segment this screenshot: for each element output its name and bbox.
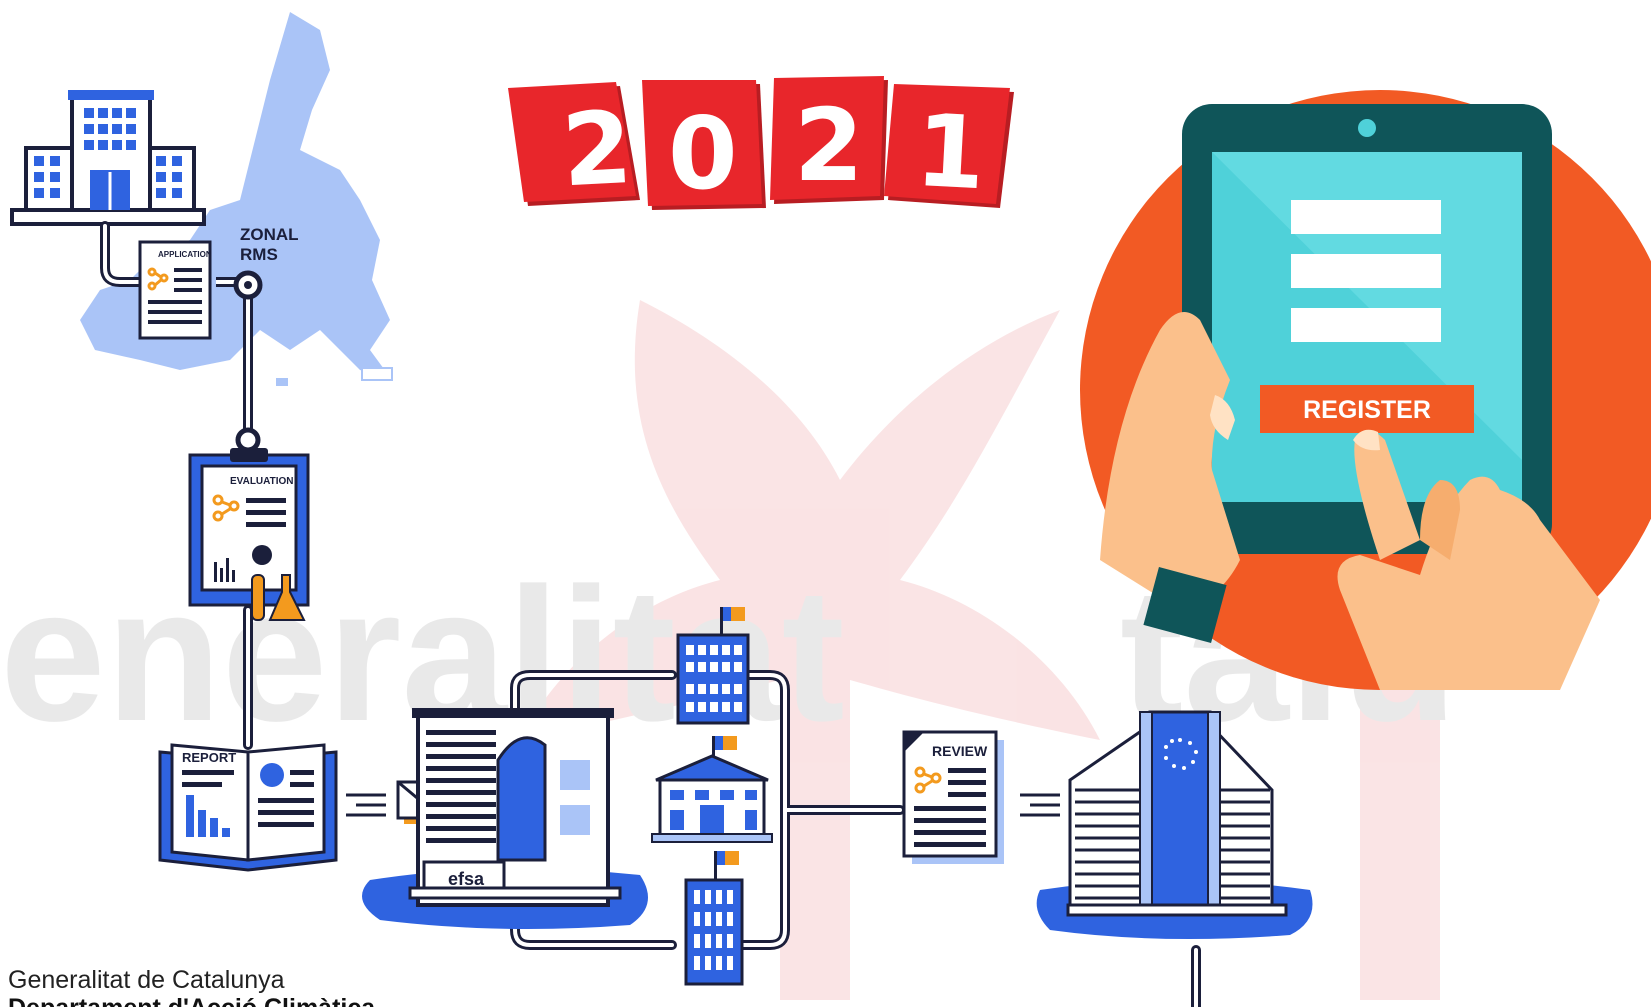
molecule-icon (212, 494, 240, 522)
member-state-building-1 (676, 607, 750, 725)
application-label: APPLICATION (158, 250, 212, 259)
report-book: REPORT (158, 743, 338, 872)
footer-org-name: Generalitat de Catalunya (8, 966, 285, 994)
pipe-joint-icon (233, 270, 263, 453)
connection-pipes (100, 221, 1201, 1007)
application-document: APPLICATION (138, 240, 216, 344)
year-digit-3: 2 (794, 87, 864, 204)
year-digit-4: 1 (913, 92, 989, 212)
year-digit-1: 2 (559, 89, 635, 209)
eu-commission-building (1036, 710, 1313, 939)
molecule-icon (147, 267, 169, 291)
evaluation-label: EVALUATION (230, 476, 294, 487)
zonal-label-line1: ZONAL (240, 225, 299, 244)
evaluation-clipboard: EVALUATION (188, 448, 310, 621)
zonal-label-line2: RMS (240, 245, 278, 264)
efsa-label: efsa (448, 869, 485, 889)
efsa-building: efsa (362, 708, 648, 929)
test-tube-icon (251, 574, 306, 621)
year-digit-2: 0 (668, 95, 738, 212)
member-state-building-2 (651, 736, 773, 843)
register-button[interactable] (1260, 385, 1474, 433)
footer-department: Departament d'Acció Climàtica (8, 994, 375, 1007)
eu-stars-icon (1164, 738, 1198, 770)
review-label: REVIEW (932, 743, 988, 759)
report-label: REPORT (182, 750, 236, 765)
member-state-building-3 (684, 851, 744, 986)
tablet-register-illustration: REGISTER (1080, 90, 1651, 690)
molecule-icon (914, 766, 942, 794)
review-document: REVIEW (902, 730, 1004, 864)
register-button-label: REGISTER (1303, 396, 1431, 424)
year-dice: 2 0 2 1 (508, 76, 1014, 212)
company-building (10, 90, 206, 226)
